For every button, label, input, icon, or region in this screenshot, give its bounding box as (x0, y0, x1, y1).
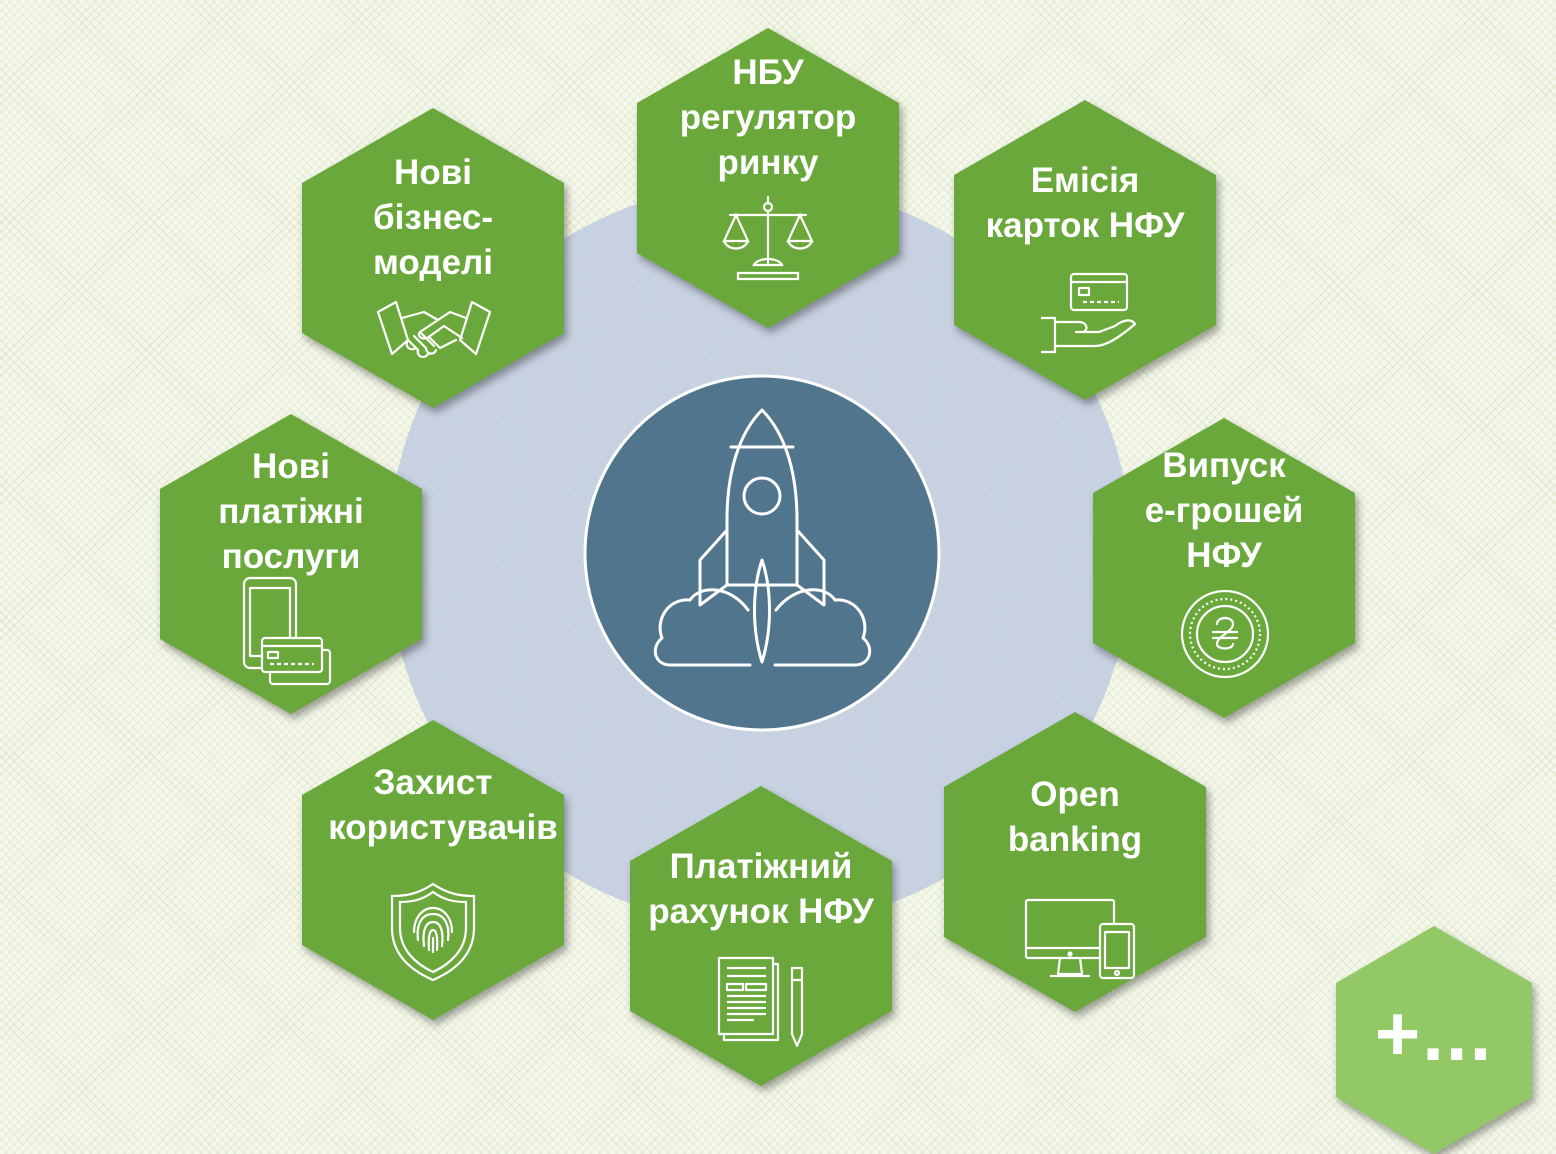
hex-label-line: бізнес- (372, 198, 493, 237)
hex-label-line: карток НФУ (985, 206, 1185, 245)
phone-cards-icon (242, 576, 332, 686)
hex-business-models: Нові бізнес- моделі (302, 108, 564, 408)
more-hex: +... (1336, 926, 1532, 1154)
hex-label-line: НБУ (732, 53, 804, 92)
hex-label-line: Платіжний (669, 847, 853, 886)
more-label: +... (1374, 989, 1494, 1077)
hex-label-line: рахунок НФУ (648, 892, 874, 931)
hex-label-line: послуги (221, 537, 361, 576)
fingerprint-shield-icon (390, 882, 476, 982)
hex-label-line: користувачів (328, 808, 558, 847)
hex-label-line: НФУ (1186, 536, 1262, 575)
hex-label-line: Нові (394, 153, 472, 192)
hex-label-line: ринку (717, 143, 819, 182)
hex-payment-account: Платіжний рахунок НФУ (630, 786, 892, 1086)
hex-card-emission: Емісія карток НФУ (954, 100, 1216, 400)
hex-nbu-regulator: НБУ регулятор ринку (637, 28, 899, 328)
hex-label-line: е-грошей (1144, 491, 1304, 530)
hex-label-line: регулятор (679, 98, 857, 137)
hex-label-line: Випуск (1162, 446, 1286, 485)
center-circle (583, 374, 941, 732)
hex-emoney: Випуск е-грошей НФУ (1093, 418, 1355, 718)
hex-label-line: Open (1030, 775, 1120, 814)
hex-label-line: Захист (373, 763, 493, 802)
hex-label-line: моделі (373, 243, 493, 282)
document-pen-icon (717, 956, 804, 1048)
devices-icon (1024, 898, 1136, 980)
rocket-icon (653, 408, 872, 667)
scales-icon (722, 195, 814, 281)
handshake-icon (376, 300, 492, 359)
hex-label-line: платіжні (218, 492, 364, 531)
hex-payment-services: Нові платіжні послуги (160, 414, 422, 714)
hex-open-banking: Open banking (944, 712, 1206, 1012)
hex-label-line: banking (1007, 820, 1143, 859)
card-in-hand-icon (1041, 272, 1137, 354)
hex-label-line: Емісія (1030, 161, 1140, 200)
hex-user-protection: Захист користувачів (302, 720, 564, 1020)
hryvnia-coin-icon (1180, 589, 1270, 679)
hex-label-line: Нові (252, 447, 330, 486)
